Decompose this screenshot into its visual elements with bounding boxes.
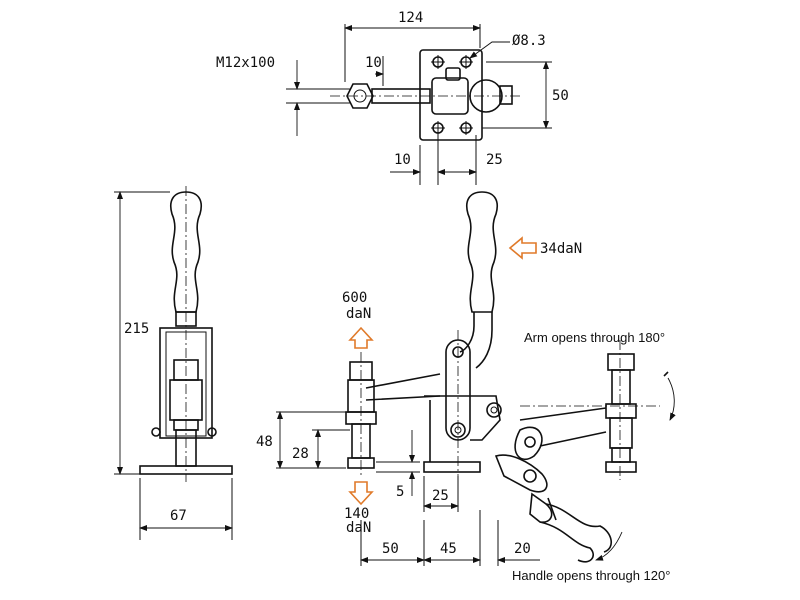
holding-force-unit: daN xyxy=(346,306,371,322)
open-position-ghost xyxy=(494,340,660,563)
dim-50-bottom-label: 50 xyxy=(382,541,399,557)
dim-25-mid-label: 25 xyxy=(432,488,449,504)
handle-force-arrow xyxy=(508,236,537,260)
dim-67-label: 67 xyxy=(170,508,187,524)
clamping-force-arrow xyxy=(348,481,374,506)
base-front xyxy=(423,461,481,473)
clamping-force-unit: daN xyxy=(346,520,371,536)
handle-opening-note: Handle opens through 120° xyxy=(512,568,670,583)
thread-label: M12x100 xyxy=(216,55,275,71)
dim-48-label: 48 xyxy=(256,434,273,450)
arm-opening-note: Arm opens through 180° xyxy=(524,330,665,345)
holding-force-arrow xyxy=(348,326,374,349)
dim-25-top-label: 25 xyxy=(486,152,503,168)
dim-5-label: 5 xyxy=(396,484,404,500)
clamping-force-value: 140 xyxy=(344,506,369,522)
dim-45-label: 45 xyxy=(440,541,457,557)
dim-28-label: 28 xyxy=(292,446,309,462)
side-view: 215 67 xyxy=(114,186,233,540)
front-view: Arm opens through 180° Handle opens thro… xyxy=(256,191,676,583)
dim-215-label: 215 xyxy=(124,321,149,337)
dim-hole-label: Ø8.3 xyxy=(512,33,546,49)
dim-20-label: 20 xyxy=(514,541,531,557)
dim-124-label: 124 xyxy=(398,10,423,26)
hinge-body xyxy=(431,77,469,115)
handle-grip-front xyxy=(466,191,498,313)
top-view: 124 Ø8.3 M12x100 10 50 10 25 xyxy=(216,10,569,185)
mounting-holes xyxy=(431,55,473,135)
dim-10-bottom-label: 10 xyxy=(394,152,411,168)
handle-force-label: 34daN xyxy=(540,241,582,257)
dim-10-top-label: 10 xyxy=(365,55,382,71)
holding-force-value: 600 xyxy=(342,290,367,306)
base-plate xyxy=(419,49,483,141)
dim-50-label: 50 xyxy=(552,88,569,104)
